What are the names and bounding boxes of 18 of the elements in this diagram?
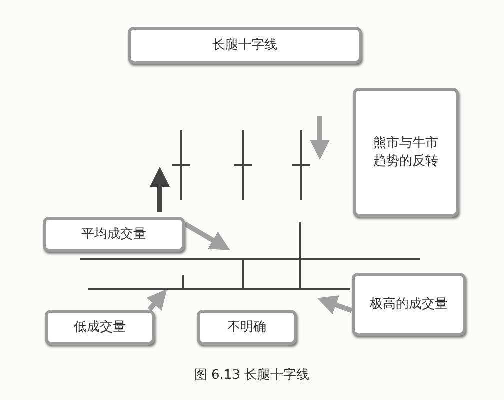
volume-level-line [88, 288, 350, 290]
volume-level-line [80, 258, 420, 260]
box-label: 熊市与牛市趋势的反转 [372, 134, 440, 170]
box-label: 平均成交量 [82, 226, 146, 244]
label-box [128, 27, 362, 64]
label-box [45, 310, 155, 345]
box-label: 低成交量 [74, 318, 126, 336]
label-box [197, 310, 297, 345]
box-label: 极高的成交量 [370, 296, 448, 314]
label-box [352, 273, 466, 336]
box-label: 长腿十字线 [212, 36, 278, 54]
label-box [353, 88, 459, 217]
arrow [184, 222, 230, 251]
arrow [317, 296, 353, 314]
figure-caption: 图 6.13 长腿十字线 [194, 368, 310, 383]
label-box [43, 217, 185, 252]
arrow [146, 289, 168, 312]
box-label: 不明确 [228, 318, 266, 336]
